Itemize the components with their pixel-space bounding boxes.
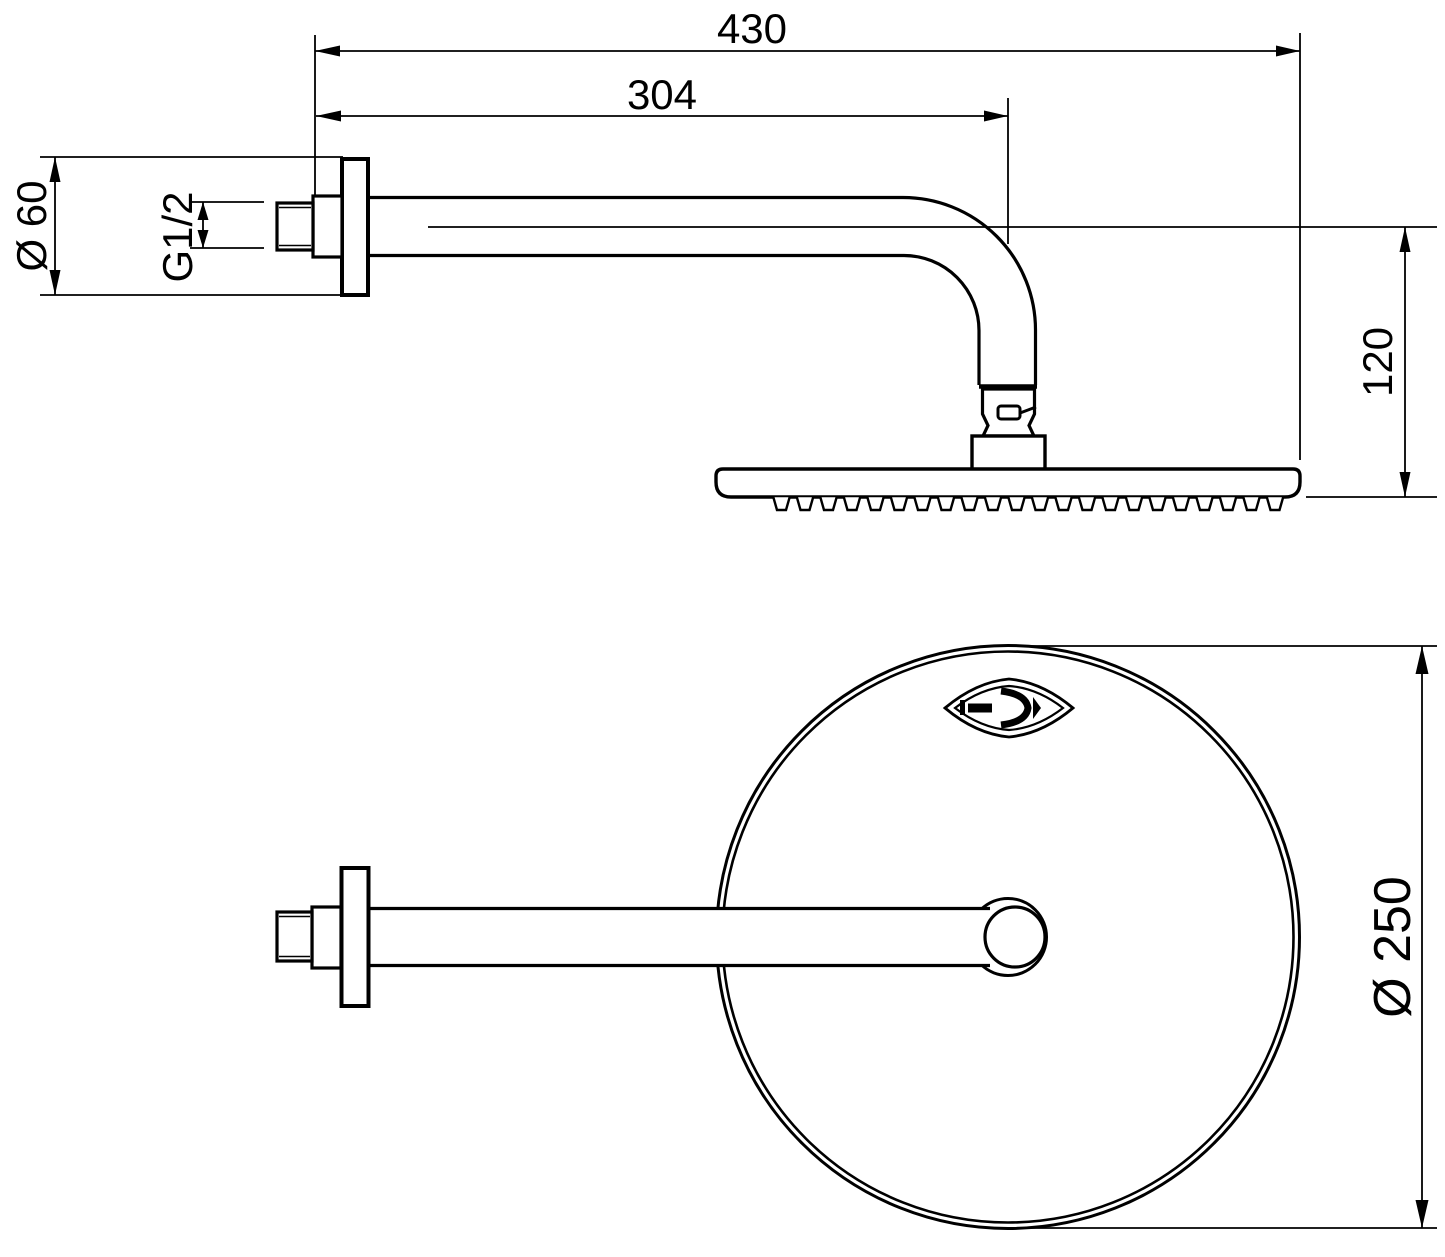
arrow-right-icon xyxy=(984,110,1008,122)
plan-view: Ø 250 xyxy=(275,644,1437,1230)
dim-overall-length-label: 430 xyxy=(717,5,787,52)
swivel-detail-line xyxy=(1019,405,1037,415)
spray-nozzles xyxy=(770,496,1288,514)
nipple-body xyxy=(275,201,315,252)
swivel-joint xyxy=(980,387,1037,438)
nipple-body xyxy=(275,910,314,963)
arm-inner-edge xyxy=(368,253,981,385)
dim-head-drop-label: 120 xyxy=(1354,327,1401,397)
brand-logo xyxy=(942,677,1076,739)
arrow-left-icon xyxy=(316,110,341,122)
arm-end-cap xyxy=(983,905,1047,969)
arm-outer-edge xyxy=(368,195,1038,385)
logo-inner-border xyxy=(953,684,1065,732)
dim-overall-length: 430 xyxy=(314,5,1301,460)
shower-arm-plan xyxy=(369,905,1047,969)
dim-head-drop: 120 xyxy=(1306,227,1437,498)
head-hub xyxy=(970,434,1047,472)
arrow-up-icon xyxy=(1415,646,1429,674)
dim-arm-projection: 304 xyxy=(316,71,1009,244)
threaded-nipple-plan xyxy=(275,910,314,963)
logo-mark xyxy=(1033,697,1041,719)
arm-fill xyxy=(369,909,990,965)
arrow-up-icon xyxy=(197,202,209,220)
dim-thread-size: G1/2 xyxy=(154,191,264,283)
escutcheon xyxy=(311,194,344,259)
arrow-down-icon xyxy=(197,230,209,248)
arrow-down-icon xyxy=(49,270,61,295)
wall-flange xyxy=(340,157,370,297)
dim-flange-diameter: Ø 60 xyxy=(8,156,343,296)
dim-head-diameter-label: Ø 250 xyxy=(1364,876,1422,1018)
arrow-down-icon xyxy=(1399,472,1411,497)
arrow-up-icon xyxy=(1399,227,1411,252)
escutcheon-plan xyxy=(310,905,343,970)
side-view: 430 304 Ø 60 G1/2 xyxy=(8,5,1437,514)
dim-arm-projection-label: 304 xyxy=(627,71,697,118)
arrow-down-icon xyxy=(1415,1200,1429,1228)
head-disc xyxy=(714,467,1302,499)
dim-flange-diameter-label: Ø 60 xyxy=(8,180,55,271)
wall-flange-plan xyxy=(339,866,371,1008)
swivel-notch xyxy=(996,404,1022,421)
dim-head-diameter: Ø 250 xyxy=(1012,645,1437,1229)
dim-thread-size-label: G1/2 xyxy=(154,191,201,282)
arrow-right-icon xyxy=(1276,45,1300,57)
shower-arm xyxy=(368,195,1437,389)
threaded-nipple xyxy=(275,201,315,252)
logo-mark xyxy=(960,700,965,715)
logo-mark xyxy=(1000,687,1032,729)
arrow-up-icon xyxy=(49,157,61,182)
logo-mark xyxy=(968,703,992,713)
arrow-left-icon xyxy=(315,45,340,57)
